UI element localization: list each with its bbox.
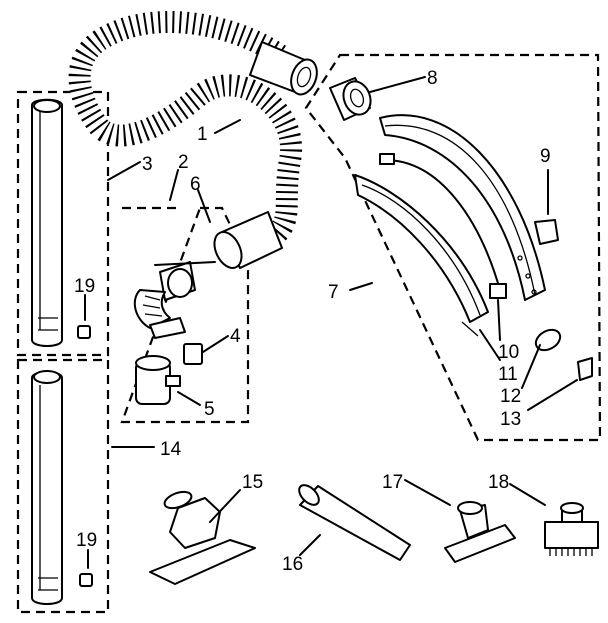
- switch-cap: [577, 357, 593, 381]
- swivel-assembly: [133, 261, 216, 405]
- wand-lower: [31, 370, 93, 605]
- callout-15: 15: [242, 472, 263, 493]
- callout-18: 18: [488, 472, 509, 493]
- callout-6: 6: [190, 174, 201, 195]
- wand-latch-upper: [77, 325, 91, 339]
- clip-part: [183, 343, 203, 365]
- leader-lines: [84, 76, 578, 569]
- callout-8: 8: [427, 68, 438, 89]
- callout-3: 3: [142, 154, 153, 175]
- coupler-part: [135, 355, 181, 405]
- group-box-handle: [304, 53, 602, 442]
- handle-assembly: [329, 77, 593, 381]
- callouts: 1 2 3 4 5 6 7 8 9 10 11 12 13 14 15 16 1…: [74, 68, 551, 575]
- switch-knob: [534, 328, 562, 352]
- callout-16: 16: [282, 554, 303, 575]
- dusting-brush: [544, 502, 599, 556]
- callout-10: 10: [498, 342, 519, 363]
- callout-19-upper: 19: [74, 276, 95, 297]
- wand-latch-lower: [79, 573, 93, 587]
- callout-14: 14: [160, 439, 182, 460]
- upholstery-tool: [444, 501, 516, 563]
- group-box-wand-lower: [16, 358, 110, 614]
- callout-13: 13: [500, 409, 521, 430]
- handle-cuff: [329, 77, 372, 121]
- callout-5: 5: [204, 399, 215, 420]
- callout-2: 2: [178, 152, 189, 173]
- hose: [68, 10, 318, 269]
- switch-button: [534, 219, 559, 245]
- callout-19-lower: 19: [76, 530, 97, 551]
- callout-17: 17: [382, 472, 403, 493]
- callout-11: 11: [498, 364, 518, 385]
- callout-9: 9: [540, 146, 551, 167]
- crevice-tool: [298, 484, 411, 561]
- callout-1: 1: [197, 124, 208, 145]
- wand-upper: [31, 98, 91, 347]
- callout-7: 7: [328, 282, 339, 303]
- callout-4: 4: [230, 326, 241, 347]
- callout-12: 12: [500, 386, 521, 407]
- floor-tool: [149, 490, 256, 585]
